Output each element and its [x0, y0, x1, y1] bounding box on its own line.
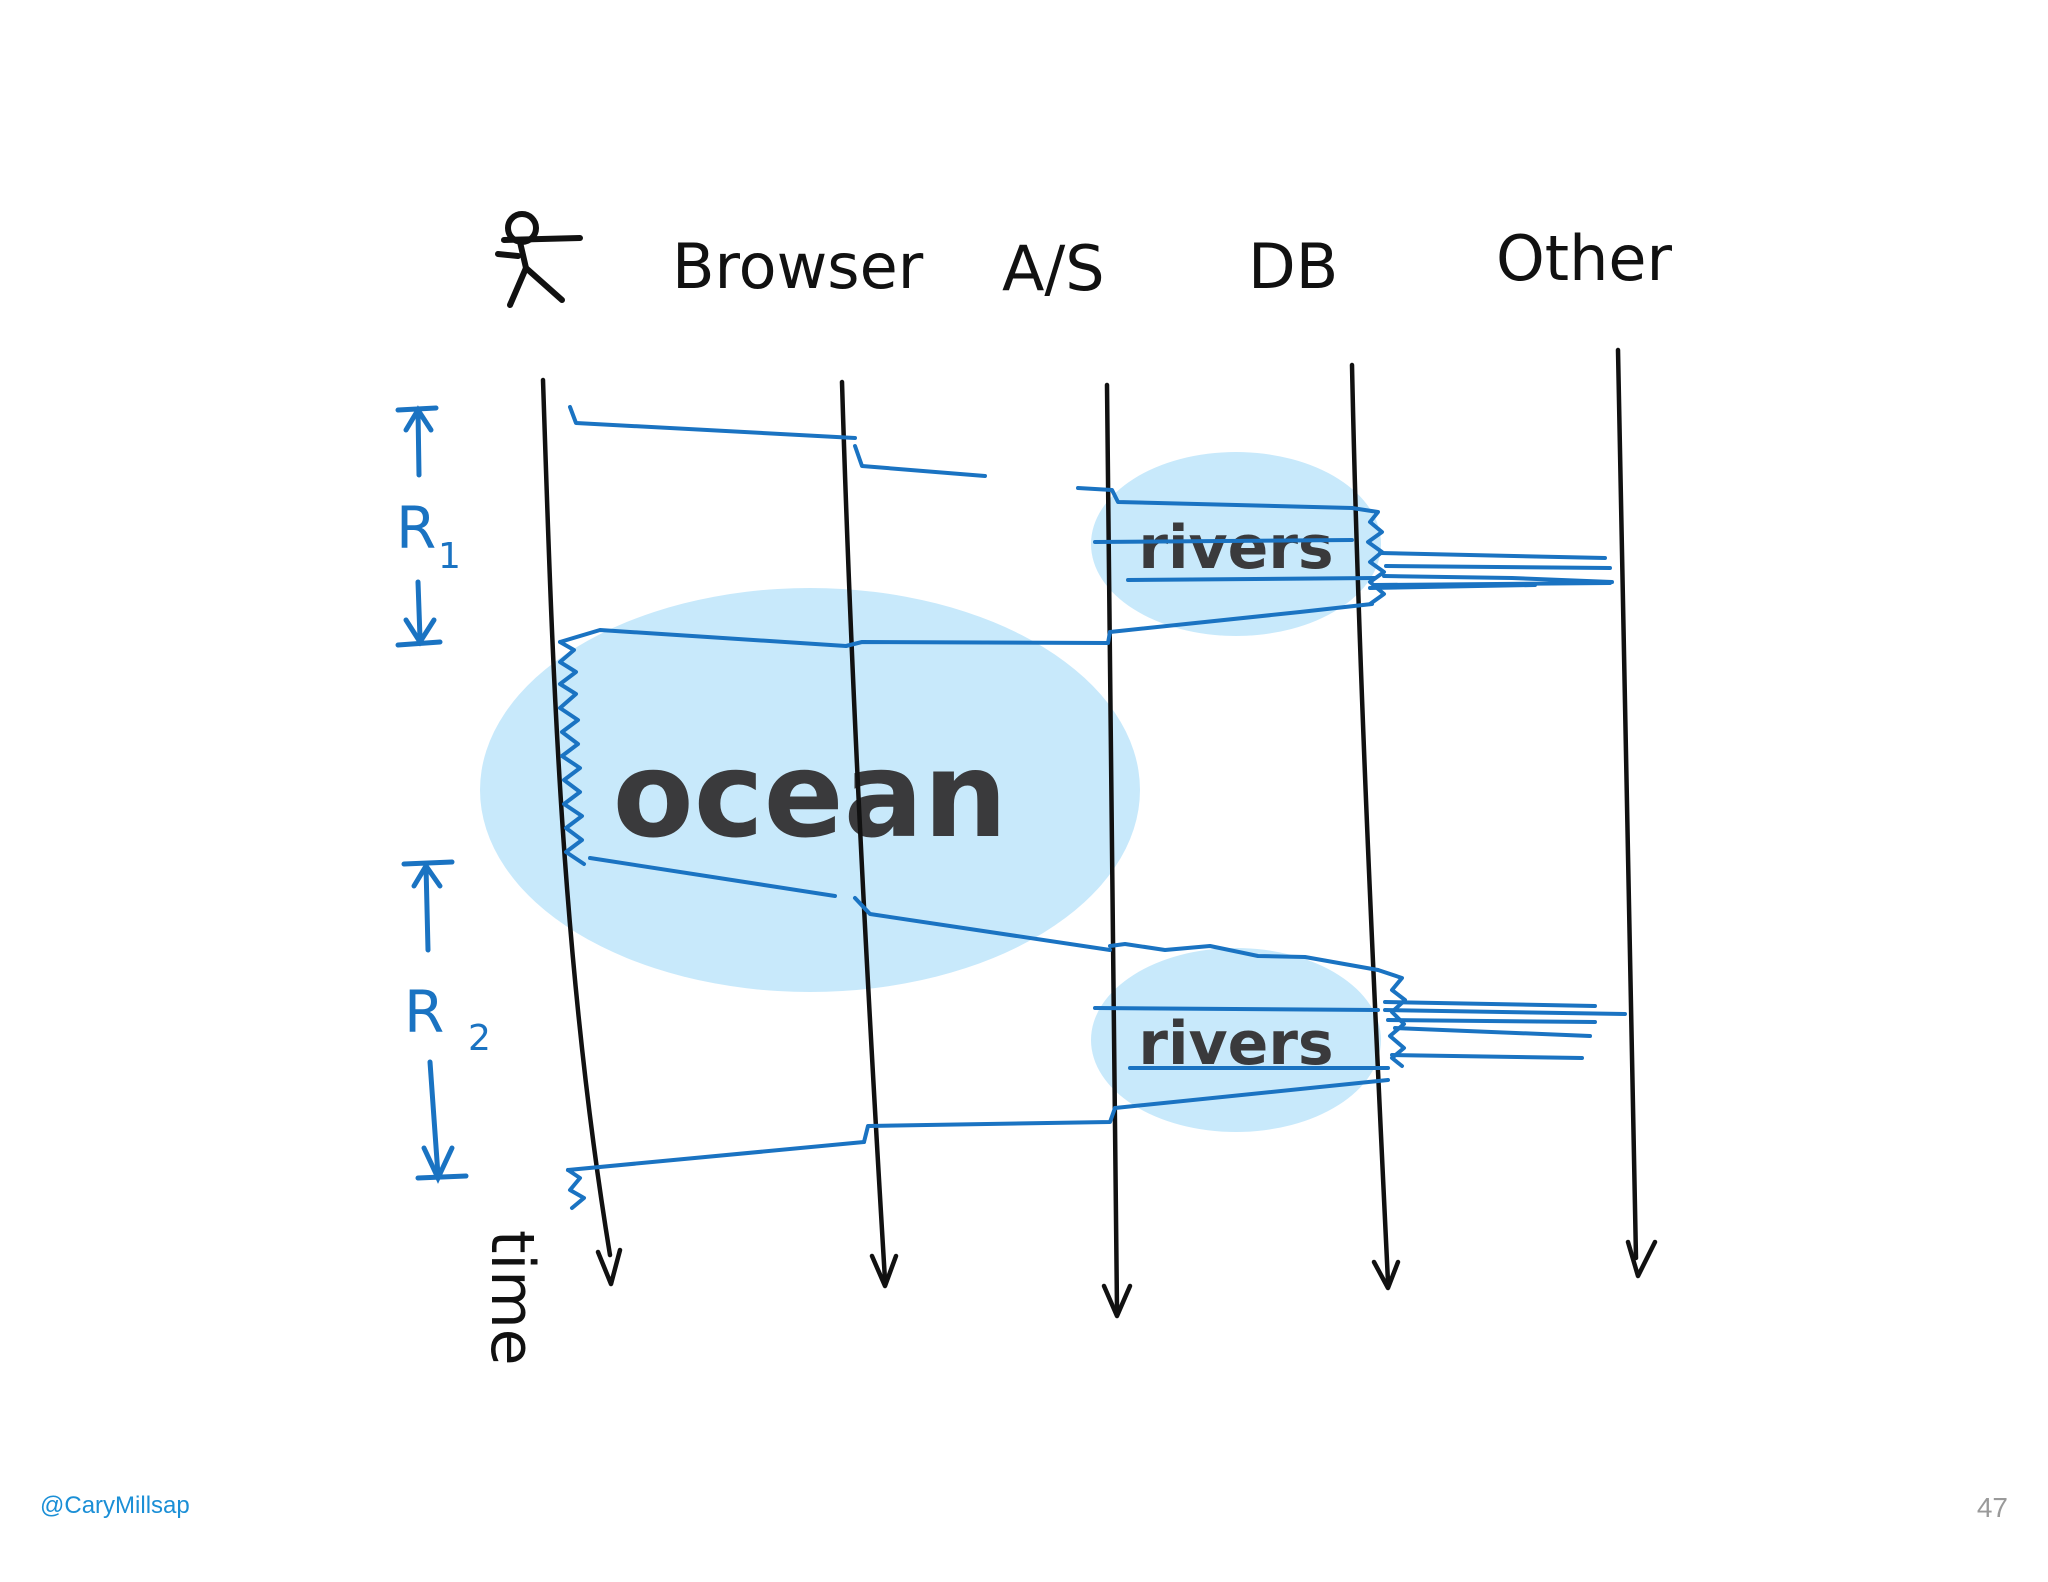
message-db-other-7: [1383, 1008, 1627, 1016]
arrowhead-db: [1371, 1259, 1401, 1291]
message-db-other-6: [1383, 1000, 1597, 1008]
message-as-to-browser-1: [844, 630, 1112, 648]
column-label-db: DB: [1248, 230, 1338, 303]
r2-interval-arrow: [401, 859, 469, 1184]
lifeline-db: [1349, 362, 1391, 1285]
column-label-browser: Browser: [672, 230, 924, 303]
message-browser-to-user-2: [566, 1140, 866, 1172]
lifeline-browser: [839, 379, 888, 1283]
message-db-to-as-2: [1113, 1078, 1390, 1110]
r1-interval-arrow: [395, 405, 443, 648]
message-db-other-2: [1384, 564, 1612, 570]
rivers-top-blob: [1091, 452, 1381, 636]
db-processing-2: [1376, 968, 1407, 1068]
lifeline-other: [1615, 347, 1639, 1261]
rivers-top-label: rivers: [1138, 513, 1333, 583]
message-db-other-5: [1373, 581, 1612, 587]
column-label-as: A/S: [1002, 232, 1105, 305]
user-response-squiggle: [566, 1168, 586, 1210]
message-db-other-9: [1393, 1026, 1592, 1038]
r1-letter: R: [396, 494, 436, 562]
message-user-to-browser-2: [588, 856, 837, 898]
arrowhead-browser: [869, 1253, 899, 1289]
lifeline-user: [540, 377, 613, 1258]
message-browser-to-as-1: [853, 444, 987, 478]
message-as-to-browser-2: [862, 1106, 1117, 1144]
lifeline-as: [1104, 382, 1120, 1313]
ocean-blob: [480, 588, 1140, 992]
message-db-other-10: [1390, 1053, 1584, 1060]
message-browser-to-as-2: [853, 896, 1112, 952]
lifelines: [540, 347, 1658, 1319]
stick-figure-icon: [495, 211, 583, 308]
arrowhead-other: [1625, 1239, 1658, 1279]
message-as-to-db-2: [1108, 942, 1380, 972]
ocean-label: ocean: [613, 726, 1008, 864]
r2-subscript: 2: [468, 1018, 491, 1059]
db-rivers-underline-1: [1093, 538, 1354, 544]
r2-letter: R: [404, 978, 444, 1046]
rivers-bottom-blob: [1091, 948, 1381, 1132]
db-rivers-underline-2: [1126, 576, 1377, 582]
message-db-other-1: [1378, 551, 1607, 560]
message-user-to-browser-1: [568, 405, 857, 440]
column-label-other: Other: [1496, 222, 1673, 295]
message-db-other-3: [1382, 574, 1614, 584]
message-browser-to-user-1: [558, 628, 848, 648]
footer-twitter-handle: @CaryMillsap: [40, 1492, 190, 1519]
messages: [558, 405, 1627, 1210]
slide-page-number: 47: [1976, 1492, 2008, 1523]
db-rivers-underline-3: [1093, 1006, 1380, 1012]
user-think-time: [558, 640, 586, 866]
message-db-to-as-1: [1108, 602, 1374, 634]
message-db-other-8: [1386, 1018, 1597, 1024]
arrowhead-user: [595, 1247, 623, 1287]
r1-subscript: 1: [438, 536, 461, 577]
time-label: time: [477, 1230, 547, 1366]
arrowhead-as: [1101, 1283, 1133, 1319]
message-as-to-db-1: [1076, 486, 1354, 510]
